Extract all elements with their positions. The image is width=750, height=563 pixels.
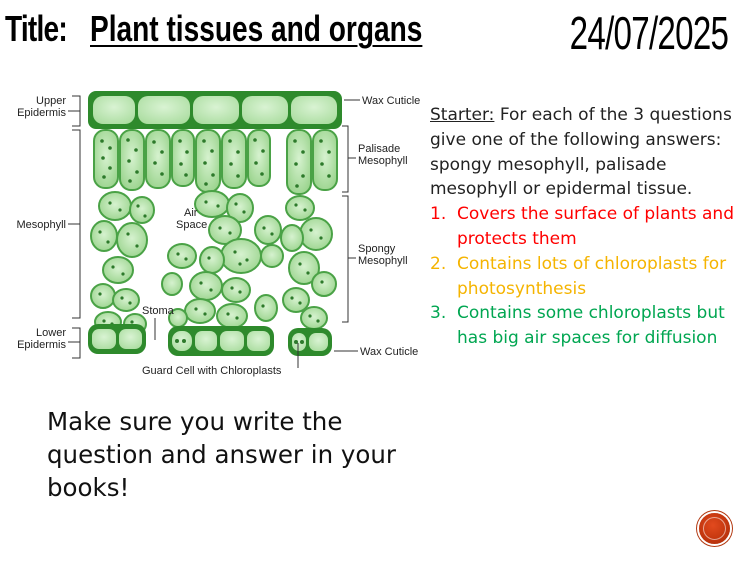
label-leader-lines — [68, 95, 360, 368]
question-1-number: 1. — [430, 204, 447, 225]
starter-heading: Starter: — [430, 105, 495, 125]
lower-epidermis — [88, 324, 332, 356]
upper-epidermis — [88, 91, 342, 129]
title-bar: Title: Plant tissues and organs 24/07/20… — [0, 0, 750, 70]
palisade-chloroplasts — [100, 138, 331, 188]
diagram-labels: Upper Epidermis Mesophyll Lower Epidermi… — [16, 95, 420, 377]
label-lower: Lower — [36, 327, 66, 339]
label-palisade: Palisade — [358, 143, 400, 155]
slide-nav-button[interactable] — [699, 513, 730, 544]
question-list: 1. Covers the surface of plants and prot… — [430, 202, 740, 351]
label-spongy: Spongy — [358, 243, 396, 255]
label-air: Air — [184, 207, 198, 219]
question-1-text: Covers the surface of plants and protect… — [457, 204, 734, 249]
label-lower-epidermis: Epidermis — [17, 339, 66, 351]
label-mesophyll: Mesophyll — [16, 219, 66, 231]
label-guard-cell: Guard Cell with Chloroplasts — [142, 365, 282, 377]
label-upper-epidermis: Epidermis — [17, 107, 66, 119]
page-title: Plant tissues and organs — [90, 8, 423, 49]
palisade-mesophyll — [93, 129, 338, 195]
question-2-number: 2. — [430, 253, 447, 274]
question-2-text: Contains lots of chloroplasts for photos… — [457, 253, 727, 299]
starter-intro: Starter: For each of the 3 questions giv… — [430, 103, 740, 202]
circle-button-icon — [703, 517, 726, 540]
starter-panel: Starter: For each of the 3 questions giv… — [430, 103, 740, 351]
title-label: Title: — [5, 8, 68, 49]
question-3: 3. Contains some chloroplasts but has bi… — [430, 301, 740, 351]
label-wax-cuticle-bottom: Wax Cuticle — [360, 346, 418, 358]
label-air-space: Space — [176, 219, 207, 231]
label-palisade-mesophyll: Mesophyll — [358, 155, 408, 167]
question-1: 1. Covers the surface of plants and prot… — [430, 202, 740, 252]
leaf-cross-section-diagram: Upper Epidermis Mesophyll Lower Epidermi… — [16, 91, 420, 377]
starter-instructions: For each of the 3 questions give one of … — [430, 105, 732, 200]
label-upper: Upper — [36, 95, 66, 107]
label-stoma: Stoma — [142, 305, 175, 317]
question-2: 2. Contains lots of chloroplasts for pho… — [430, 252, 740, 302]
question-3-text: Contains some chloroplasts but has big a… — [457, 303, 725, 349]
date: 24/07/2025 — [569, 7, 728, 59]
spongy-mesophyll — [90, 190, 337, 335]
question-3-number: 3. — [430, 303, 447, 324]
reminder-text: Make sure you write the question and ans… — [47, 407, 397, 502]
label-spongy-mesophyll: Mesophyll — [358, 255, 408, 267]
label-wax-cuticle-top: Wax Cuticle — [362, 95, 420, 107]
